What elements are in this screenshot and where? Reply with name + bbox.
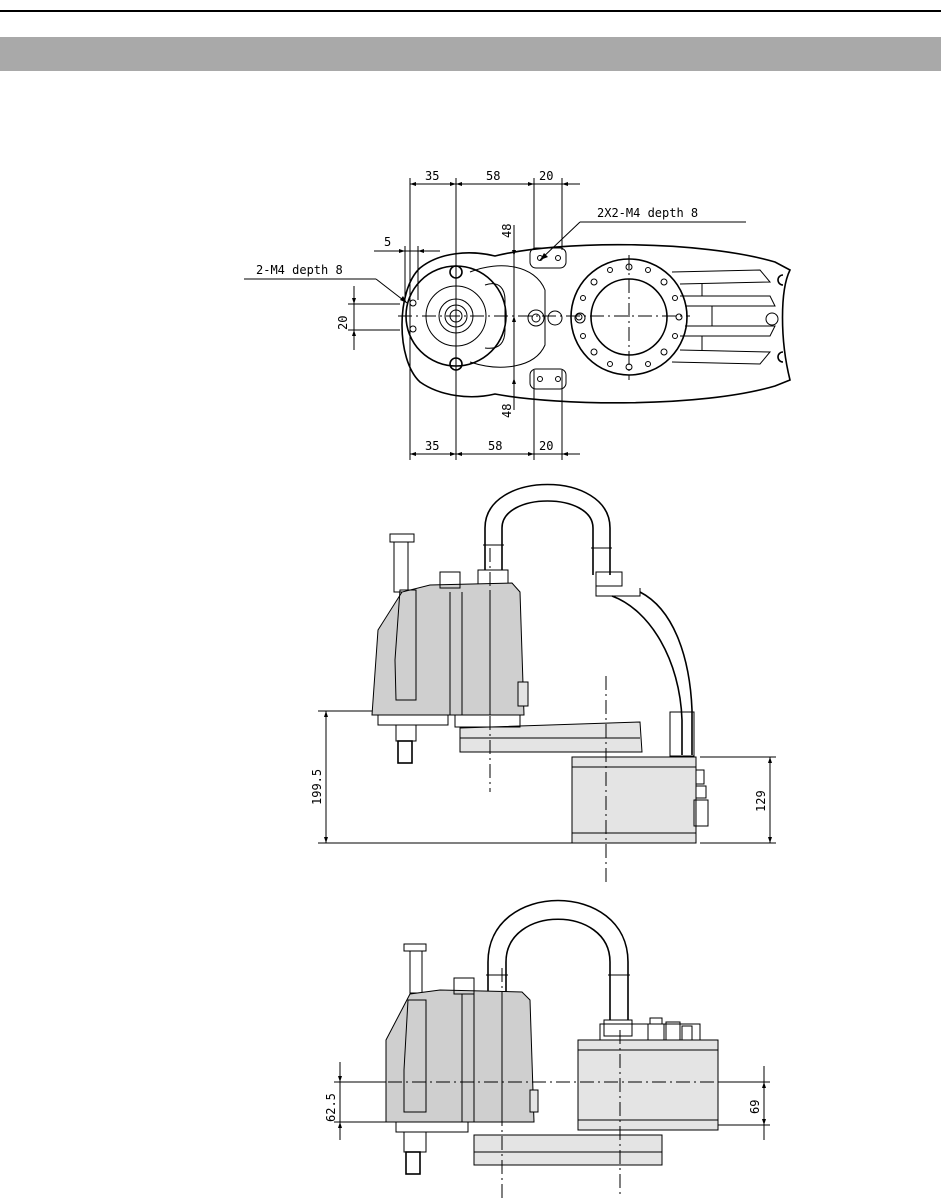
dim-5: 5 xyxy=(384,235,391,249)
dim-129: 129 xyxy=(754,790,768,812)
lower-view: 62.5 69 xyxy=(324,899,770,1198)
side-view: 199.5 129 xyxy=(310,483,776,885)
section-title-bar xyxy=(0,37,941,71)
dim-199-5: 199.5 xyxy=(310,769,324,805)
dim-bottom-20: 20 xyxy=(539,439,553,453)
dim-62-5: 62.5 xyxy=(324,1093,338,1122)
top-view: 35 58 20 35 58 20 5 2-M4 depth 8 2X2-M4 … xyxy=(244,169,792,460)
dim-48-bottom: 48 xyxy=(500,404,514,418)
dim-top-20: 20 xyxy=(539,169,553,183)
dim-bottom-58: 58 xyxy=(488,439,502,453)
dim-top-58: 58 xyxy=(486,169,500,183)
dim-69: 69 xyxy=(748,1100,762,1114)
header-rule xyxy=(0,10,941,12)
dim-48-top: 48 xyxy=(500,224,514,238)
callout-2-m4: 2-M4 depth 8 xyxy=(256,263,343,277)
dim-bottom-35: 35 xyxy=(425,439,439,453)
callout-2x2-m4: 2X2-M4 depth 8 xyxy=(597,206,698,220)
dim-20-vertical: 20 xyxy=(336,316,350,330)
dim-top-35: 35 xyxy=(425,169,439,183)
